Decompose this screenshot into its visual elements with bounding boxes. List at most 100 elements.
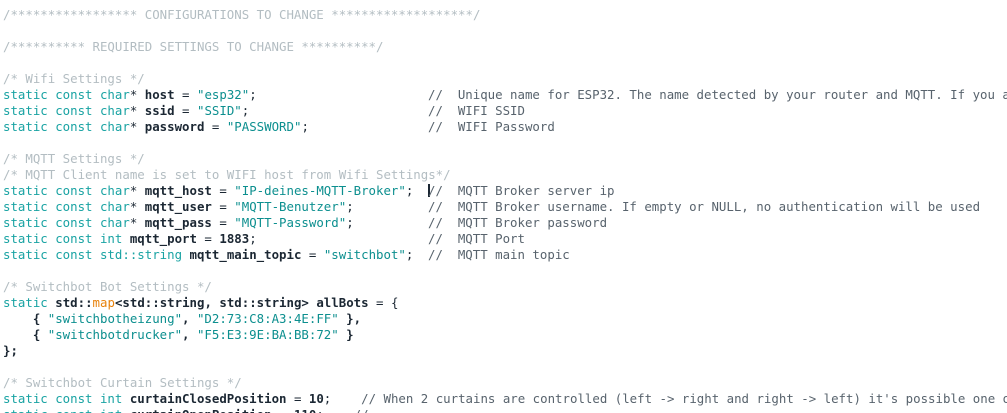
code-token-str: "MQTT-Benutzer" — [234, 199, 347, 214]
code-line[interactable] — [0, 263, 1007, 279]
code-line[interactable]: static const char* host = "esp32";// Uni… — [0, 87, 1007, 103]
code-token-plain: ; — [323, 391, 332, 406]
code-line[interactable]: static const char* mqtt_pass = "MQTT-Pas… — [0, 215, 1007, 231]
code-token-ident: mqtt_user — [144, 199, 212, 214]
code-token-ident: host — [144, 87, 175, 102]
code-token-plain: = — [211, 199, 235, 214]
code-token-plain: * — [129, 87, 145, 102]
code-line[interactable]: static const int mqtt_port = 1883;// MQT… — [0, 231, 1007, 247]
code-token-ident: mqtt_main_topic — [189, 247, 302, 262]
code-line[interactable]: static const std::string mqtt_main_topic… — [0, 247, 1007, 263]
code-token-plain: ; — [405, 183, 414, 198]
code-line[interactable]: { "switchbotdrucker", "F5:E3:9E:BA:BB:72… — [0, 327, 1007, 343]
code-token-ident: mqtt_port — [129, 231, 197, 246]
code-token-kw: static const char — [3, 87, 130, 102]
code-line[interactable] — [0, 359, 1007, 375]
code-token-ident: ssid — [144, 103, 175, 118]
code-token-cmt: /* MQTT Settings */ — [3, 151, 145, 166]
code-token-cmt: /* MQTT Client name is set to WIFI host … — [3, 167, 451, 182]
trailing-comment-text: // MQTT Port — [428, 231, 525, 246]
trailing-comment-text: // MQTT Broker username. If empty or NUL… — [428, 199, 981, 214]
code-token-kw: static const int — [3, 391, 123, 406]
trailing-comment: // WIFI Password — [428, 119, 555, 135]
code-line[interactable] — [0, 135, 1007, 151]
trailing-comment: // MQTT Broker username. If empty or NUL… — [428, 199, 980, 215]
code-token-plain: * — [129, 119, 145, 134]
indent-space — [3, 311, 33, 326]
inline-comment: // When 2 curtains are controlled (left … — [331, 391, 1007, 406]
code-token-kw: static const int — [3, 231, 123, 246]
code-line[interactable]: { "switchbotheizung", "D2:73:C8:A3:4E:FF… — [0, 311, 1007, 327]
code-line[interactable]: /* MQTT Settings */ — [0, 151, 1007, 167]
code-line[interactable]: static const int curtainClosedPosition =… — [0, 391, 1007, 407]
code-token-plain: ; — [346, 215, 354, 230]
inline-comment: // ... — [324, 407, 399, 413]
code-token-ident: <std::string, std::string> allBots — [114, 295, 369, 310]
code-token-cmt: /* Switchbot Bot Settings */ — [3, 279, 212, 294]
code-line[interactable] — [0, 23, 1007, 39]
code-token-plain — [122, 407, 129, 413]
code-line[interactable]: /***************** CONFIGURATIONS TO CHA… — [0, 7, 1007, 23]
code-token-plain: = — [204, 119, 227, 134]
code-line[interactable]: /* MQTT Client name is set to WIFI host … — [0, 167, 1007, 183]
code-line[interactable]: static const char* mqtt_host = "IP-deine… — [0, 183, 1007, 199]
code-token-kw: static const char — [3, 119, 130, 134]
code-token-num: 1883 — [219, 231, 250, 246]
code-token-plain: * — [129, 103, 145, 118]
code-token-spec: map — [92, 295, 115, 310]
code-line[interactable]: static const char* mqtt_user = "MQTT-Ben… — [0, 199, 1007, 215]
code-line[interactable]: static const char* password = "PASSWORD"… — [0, 119, 1007, 135]
code-line[interactable]: static std::map<std::string, std::string… — [0, 295, 1007, 311]
code-line[interactable]: }; — [0, 343, 1007, 359]
code-line[interactable]: /* Switchbot Curtain Settings */ — [0, 375, 1007, 391]
code-token-kw: static — [3, 295, 48, 310]
code-token-plain: = — [211, 183, 235, 198]
code-token-str: "switchbotdrucker" — [47, 327, 183, 342]
code-token-ident: } — [338, 327, 354, 342]
code-token-ident: std:: — [55, 295, 93, 310]
code-token-plain: = — [301, 247, 324, 262]
code-line[interactable]: /********** REQUIRED SETTINGS TO CHANGE … — [0, 39, 1007, 55]
code-token-str: "MQTT-Password" — [234, 215, 347, 230]
indent-space — [3, 327, 33, 342]
code-token-ident: curtainClosedPosition — [129, 391, 287, 406]
code-token-plain: = — [286, 391, 309, 406]
trailing-comment: // MQTT Broker password — [428, 215, 607, 231]
code-token-plain: = — [196, 231, 220, 246]
code-token-str: "SSID" — [196, 103, 242, 118]
code-token-ident: curtainOpenPosition — [130, 407, 272, 413]
code-token-plain: * — [129, 183, 145, 198]
code-token-plain: ; — [241, 103, 250, 118]
code-token-plain: = — [272, 407, 294, 413]
code-token-str: "esp32" — [196, 87, 250, 102]
code-token-plain: * — [129, 199, 145, 214]
text-caret — [428, 184, 430, 197]
code-token-plain — [122, 391, 129, 406]
trailing-comment: // MQTT Broker server ip — [428, 183, 615, 199]
code-token-ident: }; — [3, 343, 18, 358]
code-token-cmt: /***************** CONFIGURATIONS TO CHA… — [3, 7, 481, 22]
code-token-cmt: /* Switchbot Curtain Settings */ — [3, 375, 242, 390]
trailing-comment: // MQTT Port — [428, 231, 525, 247]
code-token-ident: mqtt_host — [144, 183, 212, 198]
code-line[interactable]: /* Wifi Settings */ — [0, 71, 1007, 87]
trailing-comment: // MQTT main topic — [428, 247, 570, 263]
code-token-str: "D2:73:C8:A3:4E:FF" — [196, 311, 339, 326]
code-line[interactable]: static const char* ssid = "SSID";// WIFI… — [0, 103, 1007, 119]
code-line[interactable]: /* Switchbot Bot Settings */ — [0, 279, 1007, 295]
code-token-kw: static const char — [3, 215, 130, 230]
trailing-comment-text: // WIFI SSID — [428, 103, 525, 118]
trailing-comment-text: // MQTT main topic — [428, 247, 570, 262]
code-token-plain: ; — [301, 119, 309, 134]
code-token-plain: = { — [368, 295, 399, 310]
code-token-plain: ; — [249, 87, 257, 102]
code-line[interactable]: static const int curtainOpenPosition = 1… — [0, 407, 1007, 413]
code-token-kw: static const int — [3, 407, 122, 413]
code-token-str: "switchbot" — [323, 247, 406, 262]
code-line[interactable] — [0, 55, 1007, 71]
code-token-plain: ; — [405, 247, 414, 262]
trailing-comment-text: // WIFI Password — [428, 119, 555, 134]
code-token-str: "switchbotheizung" — [47, 311, 183, 326]
